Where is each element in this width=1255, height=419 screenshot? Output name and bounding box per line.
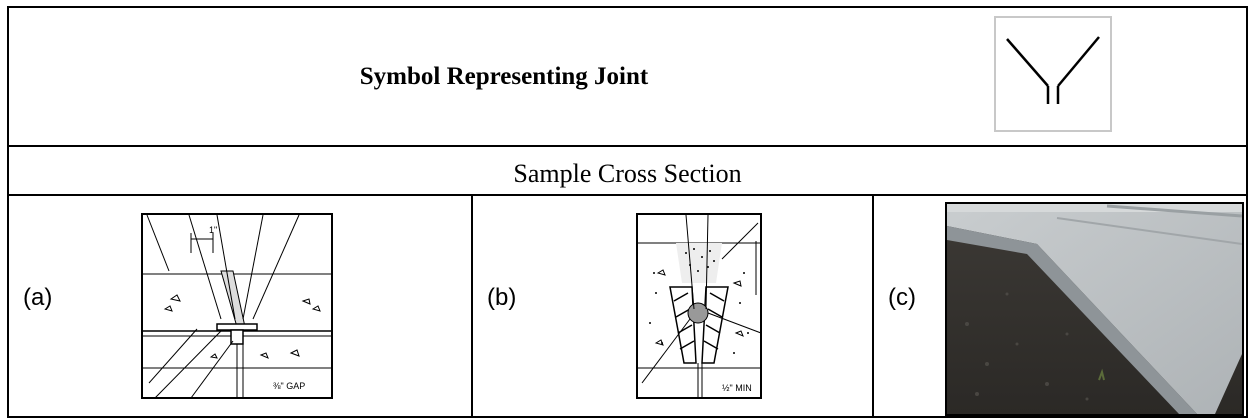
header-row: Symbol Representing Joint bbox=[9, 8, 1246, 147]
figures-row: (a) bbox=[9, 196, 1246, 418]
figure-label-c: (c) bbox=[888, 284, 916, 311]
section-row: Sample Cross Section bbox=[9, 147, 1246, 196]
gap-label-a: ⅜" GAP bbox=[273, 381, 305, 391]
figure-label-b: (b) bbox=[487, 284, 517, 311]
concrete-joint-photo bbox=[945, 202, 1244, 416]
figure-cell-a: (a) bbox=[9, 196, 473, 418]
cross-section-drawing-a: 1" ⅜" GAP bbox=[141, 213, 333, 399]
figure-cell-b: (b) bbox=[473, 196, 874, 418]
page-title: Symbol Representing Joint bbox=[359, 62, 649, 90]
section-title: Sample Cross Section bbox=[513, 158, 742, 188]
dimension-label-a: 1" bbox=[209, 225, 217, 235]
cross-section-drawing-b: ½" MIN bbox=[636, 213, 762, 399]
figure-label-a: (a) bbox=[23, 284, 53, 311]
min-label-b: ½" MIN bbox=[722, 383, 752, 393]
joint-symbol-icon bbox=[994, 16, 1112, 132]
figure-cell-c: (c) bbox=[874, 196, 1248, 418]
joint-table: Symbol Representing Joint Sample Cross S… bbox=[7, 6, 1248, 418]
